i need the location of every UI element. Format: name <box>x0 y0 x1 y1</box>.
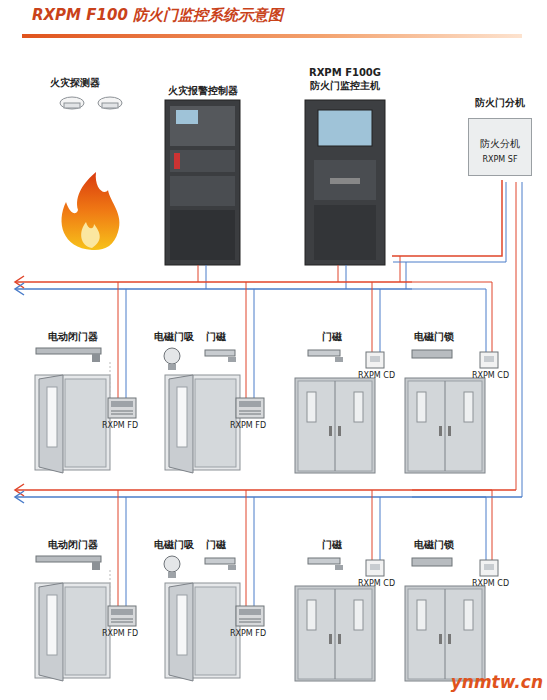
node-heading: RXPM F100G <box>298 66 392 79</box>
panel-text: 防火分机 <box>469 137 531 151</box>
part-label: RXPM FD <box>230 421 266 430</box>
branch-panel: 防火分机 RXPM SF <box>468 118 532 176</box>
device-node: 防火门分机防火分机 RXPM SF <box>462 96 538 180</box>
part-label: 门磁 <box>206 538 226 552</box>
part-label: RXPM CD <box>358 371 395 380</box>
node-heading: 防火门分机 <box>462 96 538 109</box>
watermark: ynmtw.cn <box>451 672 543 692</box>
part-label: RXPM CD <box>472 579 509 588</box>
part-label: 电磁门锁 <box>414 538 454 552</box>
part-label: RXPM FD <box>230 629 266 638</box>
part-label: RXPM FD <box>102 629 138 638</box>
device-node: 火灾报警控制器 <box>160 84 246 268</box>
part-label: 门磁 <box>206 330 226 344</box>
part-label: 电磁门锁 <box>414 330 454 344</box>
bus-connector <box>392 180 502 256</box>
part-label: 门磁 <box>322 538 342 552</box>
part-label: RXPM FD <box>102 421 138 430</box>
panel-text: RXPM SF <box>469 155 531 164</box>
part-label: RXPM CD <box>358 579 395 588</box>
part-label: RXPM CD <box>472 371 509 380</box>
part-label: 电动闭门器 <box>48 330 98 344</box>
part-label: 电磁门吸 <box>154 330 194 344</box>
node-heading: 防火门监控主机 <box>298 79 392 92</box>
part-label: 火灾探测器 <box>50 76 100 90</box>
diagram-title: RXPM F100 防火门监控系统示意图 <box>32 6 283 25</box>
part-label: 门磁 <box>322 330 342 344</box>
part-label: 电磁门吸 <box>154 538 194 552</box>
node-heading: 火灾报警控制器 <box>160 84 246 97</box>
part-label: 电动闭门器 <box>48 538 98 552</box>
device-node: RXPM F100G防火门监控主机 <box>298 66 392 268</box>
